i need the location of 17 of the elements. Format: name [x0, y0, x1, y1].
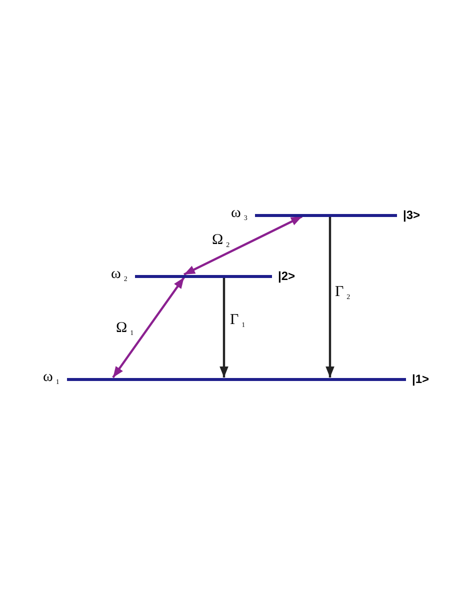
arrow	[220, 278, 228, 378]
frequency-label: ω$_{1}$	[43, 369, 60, 388]
edge-label: Ω$_{2}$	[212, 232, 230, 251]
arrow	[112, 276, 185, 378]
state-label: |2>	[278, 268, 296, 284]
energy-level-line	[135, 274, 272, 278]
state-label: |3>	[403, 207, 420, 223]
energy-level-line	[255, 214, 397, 216]
arrow	[326, 216, 334, 378]
frequency-label: ω$_{2}$	[111, 266, 128, 285]
state-label: |1>	[412, 371, 430, 387]
frequency-label: ω$_{3}$	[231, 205, 248, 224]
edge-label: Ω$_{1}$	[116, 320, 134, 339]
edge-label: Γ$_{1}$	[230, 312, 246, 331]
arrow	[184, 216, 302, 276]
energy-level-line	[67, 378, 406, 380]
edge-label: Γ$_{2}$	[335, 284, 350, 303]
